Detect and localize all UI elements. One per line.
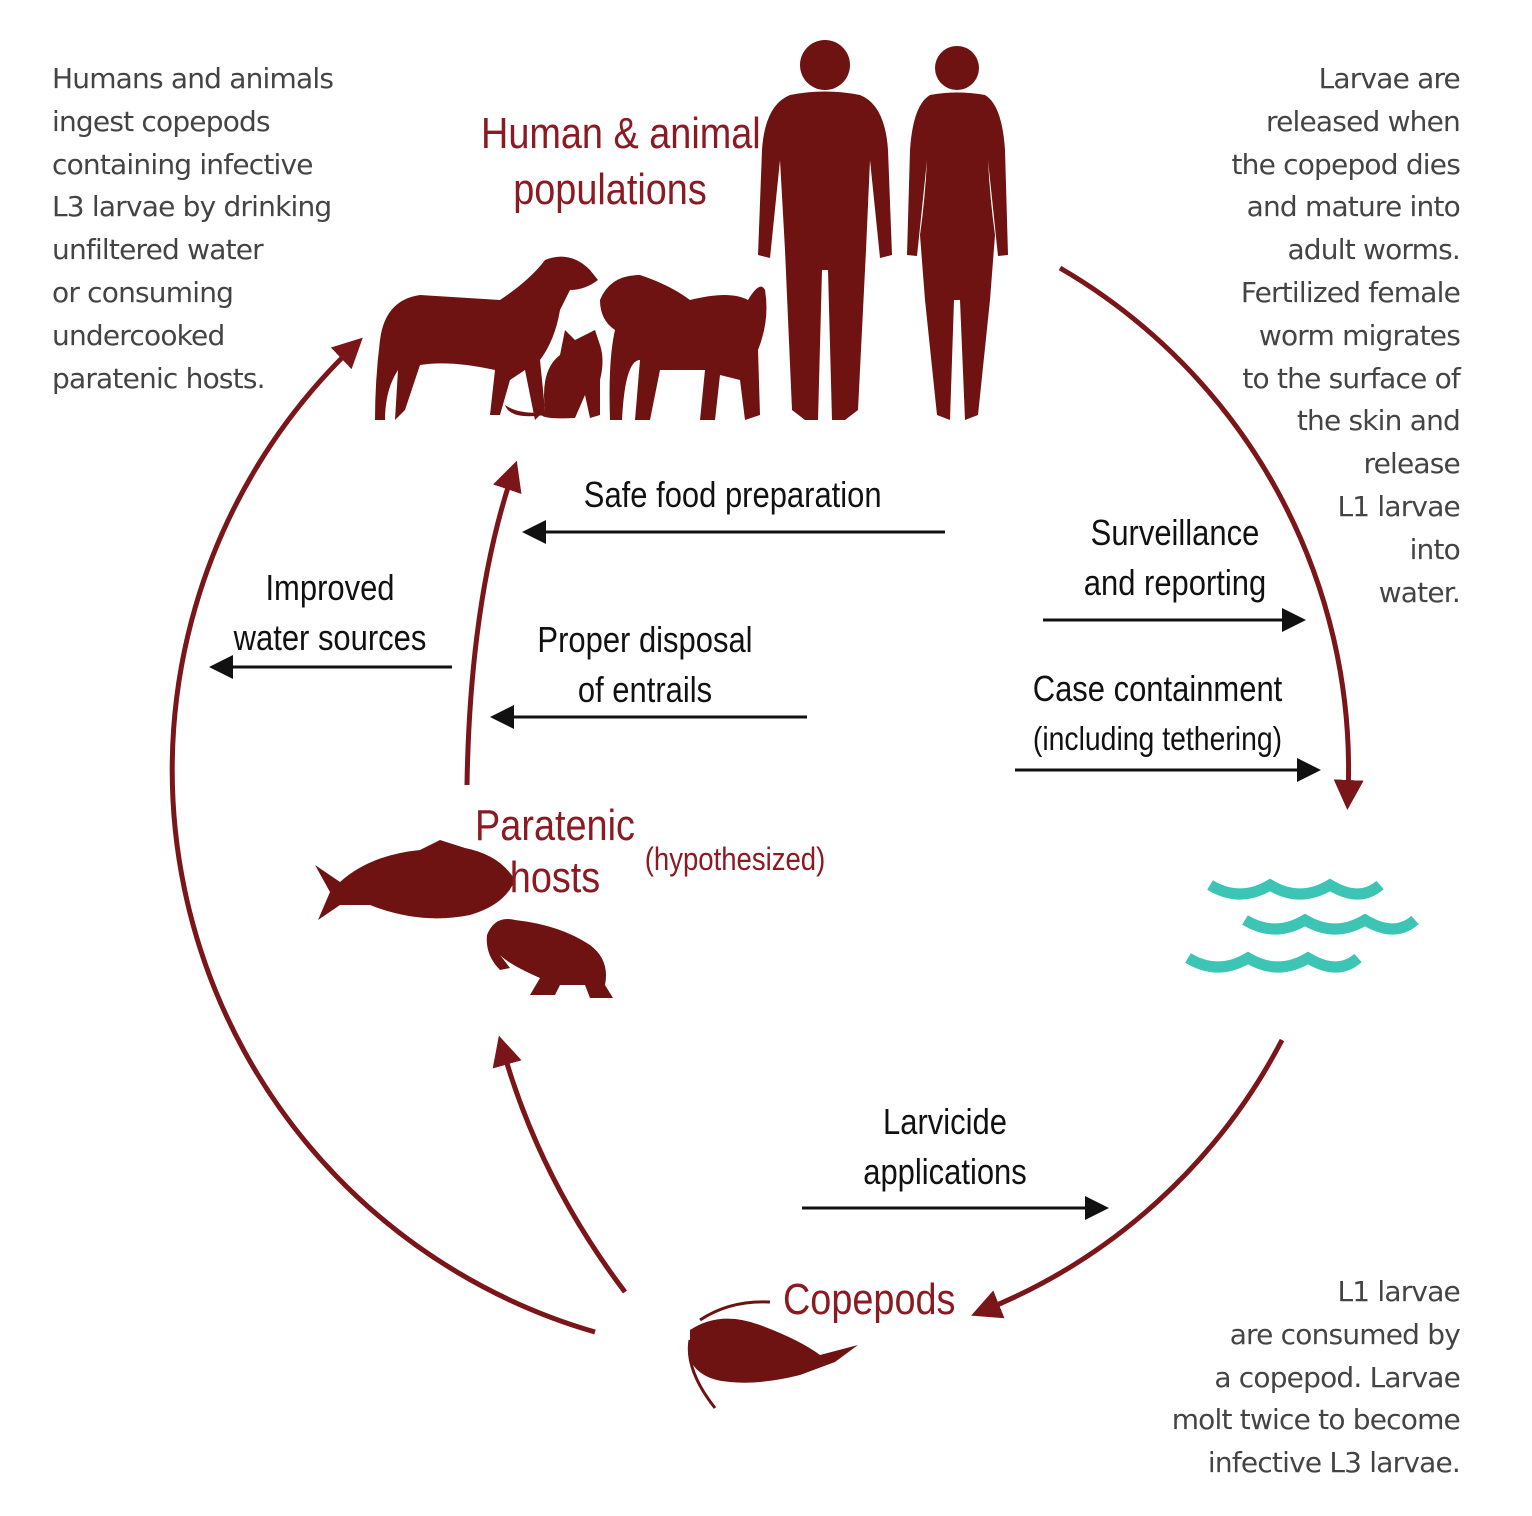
text-line: L1 larvae	[1337, 489, 1460, 523]
text-line: L1 larvae	[1337, 1275, 1460, 1308]
text-line: undercooked	[52, 318, 225, 352]
text-line: Humans and animals	[52, 62, 334, 95]
text-line: are consumed by	[1229, 1317, 1461, 1351]
text-line: and mature into	[1246, 190, 1461, 224]
paratenic-hypothesized-note: (hypothesized)	[644, 841, 826, 877]
node-title-line: populations	[513, 165, 707, 214]
node-title-line: Paratenic	[475, 801, 635, 850]
text-line: L3 larvae by drinking	[52, 190, 332, 224]
arrow-copepods-to-paratenic	[492, 1035, 627, 1294]
intervention-improved-water: Improved water sources	[218, 563, 442, 663]
node-title-line: hosts	[509, 853, 601, 902]
intervention-proper-disposal: Proper disposal of entrails	[533, 615, 757, 715]
arrow-copepods-to-humans	[169, 337, 596, 1335]
node-copepods: Copepods	[782, 1275, 956, 1324]
text-line: released when	[1266, 104, 1461, 138]
text-line: molt twice to become	[1171, 1403, 1461, 1437]
description-ingestion: Humans and animals ingest copepods conta…	[52, 58, 334, 400]
text-line: Improved	[265, 567, 395, 608]
text-line: or consuming	[52, 275, 234, 309]
intervention-case-containment: Case containment (including tethering)	[1022, 664, 1293, 764]
text-line: (including tethering)	[1032, 720, 1283, 757]
intervention-larvicide: Larvicide applications	[842, 1097, 1048, 1197]
description-release: Larvae are released when the copepod die…	[1231, 58, 1460, 614]
animal-silhouettes-icon	[375, 256, 767, 420]
text-line: Proper disposal	[537, 619, 753, 660]
copepod-silhouette-icon	[687, 1300, 858, 1409]
text-line: release	[1363, 447, 1460, 481]
intervention-surveillance: Surveillance and reporting	[1068, 508, 1283, 608]
intervention-safe-food: Safe food preparation	[583, 474, 882, 515]
water-waves-icon	[1185, 878, 1419, 973]
text-line: water.	[1378, 575, 1461, 609]
text-line: ingest copepods	[52, 104, 271, 138]
text-line: a copepod. Larvae	[1214, 1360, 1460, 1394]
text-line: Case containment	[1032, 668, 1283, 709]
text-line: and reporting	[1083, 562, 1267, 603]
text-line: the copepod dies	[1231, 147, 1460, 181]
text-line: infective L3 larvae.	[1207, 1446, 1461, 1480]
fish-silhouette-icon	[315, 840, 515, 920]
text-line: Larvae are	[1318, 62, 1461, 95]
text-line: Surveillance	[1090, 512, 1260, 553]
text-line: into	[1409, 532, 1461, 566]
text-line: adult worms.	[1287, 233, 1460, 267]
text-line: applications	[863, 1151, 1027, 1192]
text-line: worm migrates	[1258, 318, 1461, 352]
description-copepod-stage: L1 larvae are consumed by a copepod. Lar…	[1171, 1271, 1461, 1485]
human-silhouettes-icon	[758, 40, 1008, 420]
text-line: to the surface of	[1242, 361, 1460, 395]
node-paratenic-hosts: Paratenic hosts	[473, 800, 636, 904]
node-human-animal-populations: Human & animal populations	[481, 106, 761, 218]
node-title-line: Human & animal	[481, 109, 761, 158]
text-line: paratenic hosts.	[52, 361, 266, 395]
text-line: of entrails	[577, 669, 713, 710]
arrow-humans-to-water	[1058, 265, 1364, 810]
arrow-paratenic-to-humans	[464, 460, 522, 786]
text-line: water sources	[233, 617, 427, 658]
text-line: Larvicide	[883, 1101, 1007, 1142]
text-line: the skin and	[1296, 404, 1461, 438]
text-line: unfiltered water	[52, 233, 264, 267]
frog-silhouette-icon	[486, 919, 613, 998]
arrow-water-to-copepods	[971, 1038, 1285, 1319]
text-line: containing infective	[52, 147, 314, 181]
text-line: Fertilized female	[1240, 275, 1461, 309]
